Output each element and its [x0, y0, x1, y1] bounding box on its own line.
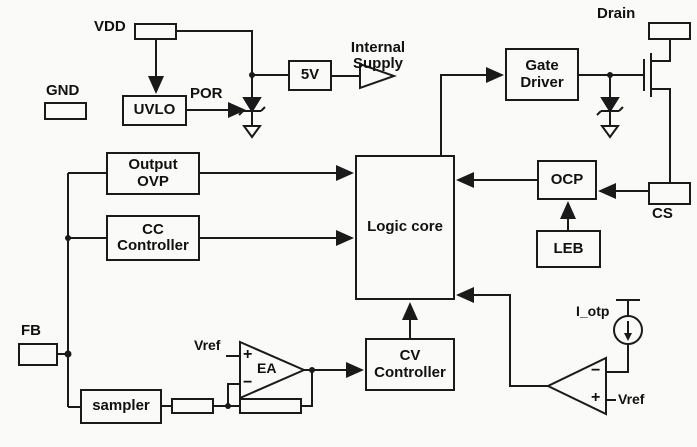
internal-supply-label: Internal Supply	[350, 39, 406, 72]
junction-dots	[64, 72, 613, 409]
cs-label: CS	[652, 205, 673, 222]
cc-controller-label: CC Controller	[117, 220, 189, 254]
vdd-label: VDD	[94, 18, 126, 35]
leb-label: LEB	[553, 239, 584, 257]
internal-supply-arrow-icon	[359, 62, 398, 90]
drain-pin	[648, 22, 691, 40]
otp-comparator-icon	[545, 356, 607, 416]
gnd-label: GND	[46, 82, 80, 99]
wire-ea-inv-input	[227, 383, 240, 406]
i-otp-label: I_otp	[576, 303, 610, 319]
gate-driver-label: Gate Driver	[520, 57, 564, 91]
5v-regulator-block: 5V	[288, 60, 332, 91]
vref-cmp-label: Vref	[618, 391, 645, 407]
output-ovp-block: Output OVP	[106, 152, 200, 195]
sampler-label: sampler	[92, 397, 150, 415]
wire-vdd-rail	[177, 30, 253, 75]
uvlo-block: UVLO	[122, 95, 187, 126]
cmp-minus-sign: −	[591, 362, 601, 379]
ea-plus-sign: +	[243, 346, 253, 363]
gnd-pin	[44, 102, 87, 120]
zener-vdd-icon	[238, 97, 266, 139]
arrow-wires	[148, 40, 648, 387]
ground-icon	[600, 125, 620, 139]
cc-controller-block: CC Controller	[106, 215, 200, 261]
arrow-logic-to-gd	[440, 67, 504, 155]
ea-opamp-icon	[239, 340, 307, 400]
current-source-icon	[613, 299, 643, 345]
wire-fb-res-out	[301, 370, 313, 407]
vdd-pin	[134, 23, 177, 40]
cs-pin	[648, 182, 691, 205]
logic-core-label: Logic core	[367, 218, 443, 236]
fb-pin	[18, 343, 58, 366]
logic-core-block: Logic core	[355, 155, 455, 300]
mosfet-icon	[643, 40, 671, 182]
ocp-label: OCP	[550, 170, 584, 188]
ea-minus-sign: −	[243, 374, 253, 391]
feedback-resistor-icon	[239, 398, 302, 414]
wire-iotp-to-cmp	[606, 344, 629, 373]
por-label: POR	[190, 85, 223, 102]
ground-icon	[242, 125, 262, 139]
gate-driver-block: Gate Driver	[505, 48, 579, 101]
cmp-plus-sign: +	[591, 389, 601, 406]
leb-block: LEB	[536, 230, 601, 268]
uvlo-label: UVLO	[133, 101, 176, 119]
ea-label: EA	[257, 360, 277, 376]
5v-label: 5V	[300, 66, 320, 84]
sampler-block: sampler	[80, 389, 162, 424]
zener-gate-icon	[596, 97, 624, 139]
ocp-block: OCP	[537, 160, 597, 200]
output-ovp-label: Output OVP	[128, 156, 178, 190]
drain-label: Drain	[597, 5, 636, 22]
resistor-icon	[171, 398, 214, 414]
cv-controller-label: CV Controller	[374, 347, 446, 381]
arrow-cmp-to-logic	[456, 287, 548, 387]
fb-label: FB	[21, 322, 41, 339]
vref-ea-label: Vref	[194, 337, 221, 353]
cv-controller-block: CV Controller	[365, 338, 455, 391]
